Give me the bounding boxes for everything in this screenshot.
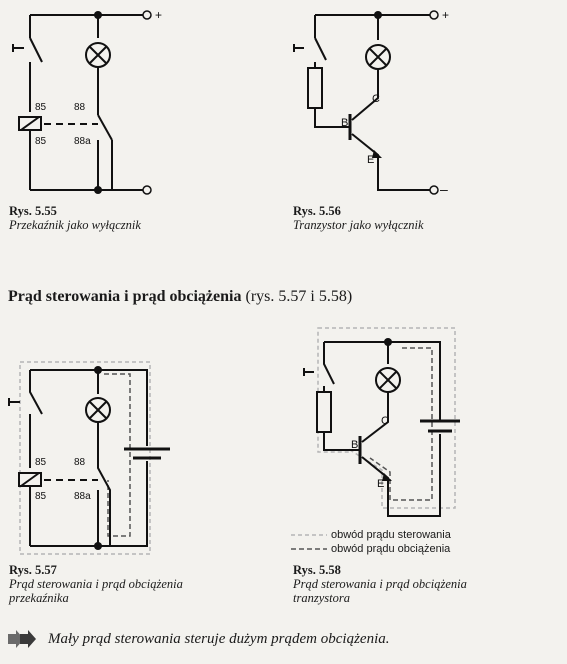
terminal-88-label: 88 (74, 457, 86, 468)
figure-caption-text: Tranzystor jako wyłącznik (293, 218, 424, 232)
emitter-label: E (367, 154, 374, 166)
figure-caption-text: tranzystora (293, 591, 350, 605)
terminal-88a-label: 88a (74, 136, 91, 147)
figure-caption: Rys. 5.58 Prąd sterowania i prąd obciąże… (293, 563, 467, 605)
collector-label: C (372, 93, 380, 105)
terminal-88-label: 88 (74, 102, 86, 113)
figure-caption-text: Przekaźnik jako wyłącznik (9, 218, 141, 232)
terminal-plus-label: + (155, 8, 162, 22)
terminal-85-label: 85 (35, 102, 47, 113)
transistor-current-diagram: B C E (303, 327, 460, 517)
legend-item-load: obwód prądu obciążenia (291, 542, 451, 556)
figure-caption-text: Prąd sterowania i prąd obciążenia (293, 577, 467, 591)
relay-switch-diagram: + 85 85 88 88a (12, 8, 162, 195)
arrow-hand-icon (8, 630, 36, 648)
key-note-text: Mały prąd sterowania steruje dużym prąde… (48, 630, 390, 647)
figure-number: Rys. 5.56 (293, 204, 341, 218)
figure-caption-text: Prąd sterowania i prąd obciążenia (9, 577, 183, 591)
collector-label: C (381, 415, 389, 427)
figure-number: Rys. 5.57 (9, 563, 57, 577)
terminal-minus-label: – (440, 181, 448, 197)
legend-label: obwód prądu sterowania (331, 529, 451, 541)
figure-number: Rys. 5.58 (293, 563, 341, 577)
figure-caption-text: przekaźnika (9, 591, 69, 605)
dashed-line-swatch (291, 548, 327, 550)
emitter-label: E (377, 478, 384, 490)
terminal-85-label: 85 (35, 491, 47, 502)
figure-caption: Rys. 5.57 Prąd sterowania i prąd obciąże… (9, 563, 183, 605)
section-title: Prąd sterowania i prąd obciążenia (8, 288, 242, 305)
terminal-85-label: 85 (35, 136, 47, 147)
section-heading: Prąd sterowania i prąd obciążenia (rys. … (8, 288, 352, 306)
terminal-88a-label: 88a (74, 491, 91, 502)
legend-item-control: obwód prądu sterowania (291, 528, 451, 542)
figure-caption: Rys. 5.55 Przekaźnik jako wyłącznik (9, 204, 141, 232)
figure-number: Rys. 5.55 (9, 204, 57, 218)
terminal-85-label: 85 (35, 457, 47, 468)
transistor-switch-diagram: + – B C E (293, 8, 449, 197)
base-label: B (351, 439, 358, 451)
section-reference: (rys. 5.57 i 5.58) (241, 288, 353, 305)
dashed-line-swatch (291, 534, 327, 536)
key-note: Mały prąd sterowania steruje dużym prąde… (6, 628, 390, 650)
relay-current-diagram: 85 85 88 88a (8, 361, 170, 555)
terminal-plus-label: + (442, 8, 449, 22)
legend: obwód prądu sterowania obwód prądu obcią… (291, 528, 451, 556)
legend-label: obwód prądu obciążenia (331, 543, 451, 555)
base-label: B (341, 117, 348, 129)
figure-caption: Rys. 5.56 Tranzystor jako wyłącznik (293, 204, 424, 232)
